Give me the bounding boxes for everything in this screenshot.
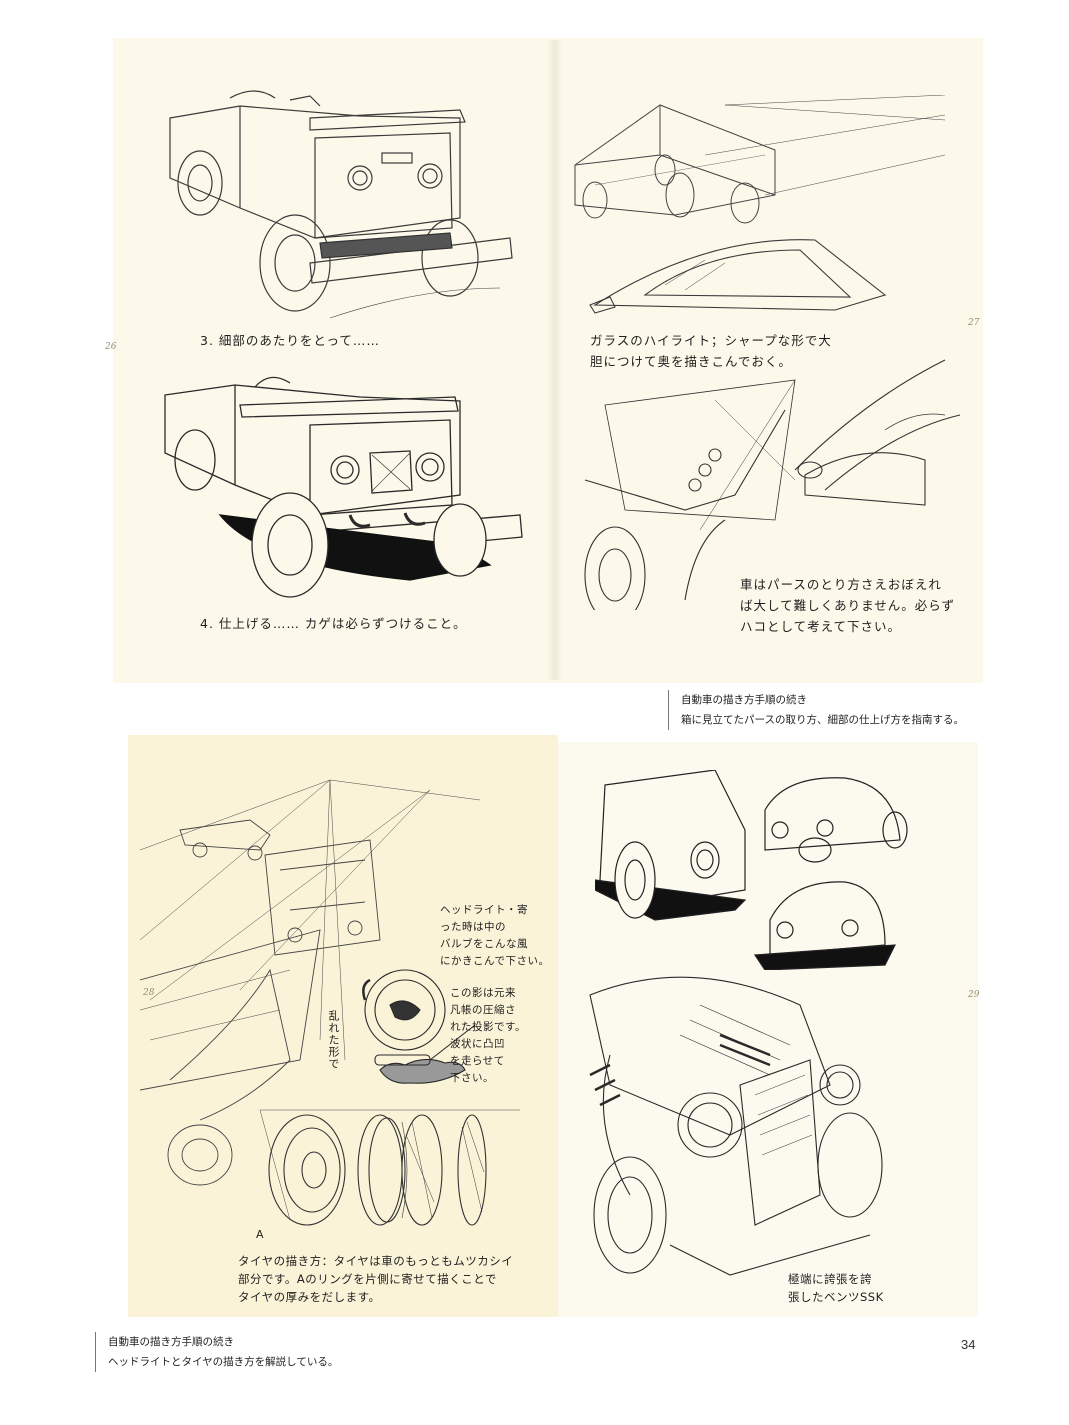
step4-caption: 4. 仕上げる…… カゲは必らずつけること。 <box>200 616 467 631</box>
caption-upper-line1: 自動車の描き方手順の続き <box>681 694 807 706</box>
caption-upper: 自動車の描き方手順の続き 箱に見立てたパースの取り方、細部の仕上げ方を指南する。 <box>668 690 964 730</box>
mercedes-ssk-sketch <box>570 965 910 1285</box>
perspective-cars-sketch <box>140 760 550 1220</box>
sketchbook-page-bottom-right <box>558 742 978 1317</box>
caption-lower-line1: 自動車の描き方手順の続き <box>108 1336 234 1348</box>
shadow-note: この影は元来 凡帳の圧縮さ れた投影です。 波状に凸凹 を走らせて 下さい。 <box>450 987 526 1084</box>
perspective-box-sketch <box>565 95 945 235</box>
caption-lower-line2: ヘッドライトとタイヤの描き方を解説している。 <box>108 1356 339 1368</box>
spread-fold <box>548 40 562 680</box>
headlight-detail-sketch <box>350 955 480 1105</box>
tire-drawing-note: タイヤの描き方：タイヤは車のもっともムツカシイ 部分です。Aのリングを片側に寄せ… <box>238 1254 514 1304</box>
step3-caption: 3. 細部のあたりをとって…… <box>200 333 380 348</box>
glass-highlight-car-sketch <box>585 235 965 325</box>
fiat-500-sketches <box>595 770 925 970</box>
box-perspective-note: 車はパースのとり方さえおぼえれ ば大して難しくありません。必らず ハコとして考え… <box>740 577 956 634</box>
glass-highlight-note: ガラスのハイライト；シャープな形で大 胆につけて奥を描きこんでおく。 <box>590 333 832 369</box>
headlight-note: ヘッドライト・寄 った時は中の バルブをこんな風 にかきこんで下さい。 <box>440 904 550 967</box>
page-number: 34 <box>961 1337 976 1352</box>
page-mark-28: 28 <box>143 988 155 998</box>
caption-upper-line2: 箱に見立てたパースの取り方、細部の仕上げ方を指南する。 <box>681 714 964 726</box>
tire-ring-marker-a: A <box>256 1228 264 1241</box>
sketchbook-spread-top <box>113 38 983 683</box>
mercedes-ssk-note: 極端に誇張を誇 張したベンツSSK <box>788 1272 884 1304</box>
page-mark-29: 29 <box>968 990 980 1000</box>
jeep-sketch-step4 <box>160 365 525 605</box>
page-mark-27: 27 <box>968 318 980 328</box>
tire-drawing-sketch <box>262 1112 502 1232</box>
jeep-sketch-step3 <box>160 88 525 323</box>
disordered-shape-note: 乱れた形で <box>327 1010 340 1070</box>
car-front-detail-sketch <box>565 320 970 610</box>
page-mark-26: 26 <box>105 342 117 352</box>
caption-lower: 自動車の描き方手順の続き ヘッドライトとタイヤの描き方を解説している。 <box>95 1332 338 1372</box>
